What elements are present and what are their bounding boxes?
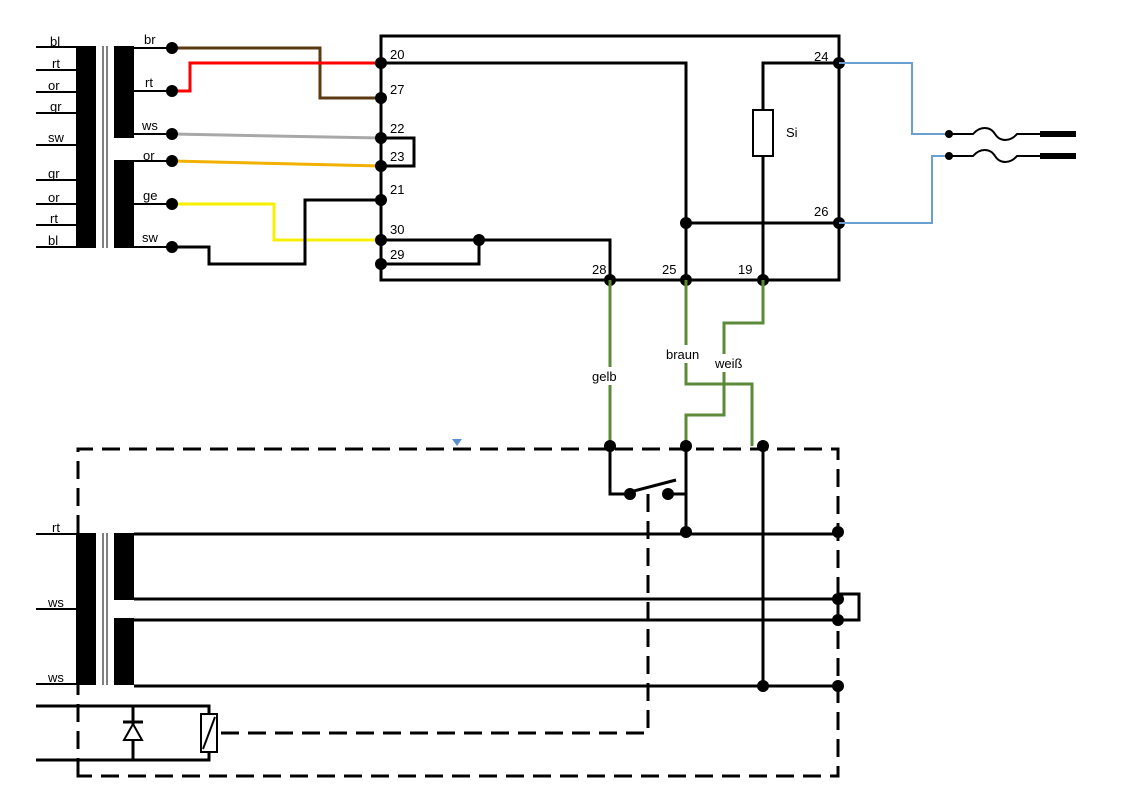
bottom-primary-label: ws (47, 670, 64, 685)
fuse-label: Si (786, 125, 798, 140)
secondary-label: ge (143, 188, 157, 203)
terminal-25: 25 (662, 262, 676, 277)
green-cable: gelb braun weiß (590, 280, 765, 446)
wire-orange (171, 159, 382, 168)
terminal-20: 20 (390, 47, 404, 62)
secondary-label: ws (141, 118, 158, 133)
harness-wires (171, 46, 382, 266)
plug-icon (945, 127, 1076, 163)
primary-label: gr (50, 99, 62, 114)
transformer-top: bl rt or gr sw gr or rt bl br rt ws or g… (36, 32, 172, 248)
primary-label: bl (48, 233, 58, 248)
primary-label: bl (50, 34, 60, 49)
terminal-19: 19 (738, 262, 752, 277)
transformer-icon (76, 533, 134, 685)
terminal-30: 30 (390, 222, 404, 237)
terminal-23: 23 (390, 149, 404, 164)
terminal-28: 28 (592, 262, 606, 277)
terminal-29: 29 (390, 247, 404, 262)
terminal-21: 21 (390, 182, 404, 197)
fuse-icon (752, 109, 774, 157)
secondary-label: rt (145, 75, 153, 90)
wire-gray (171, 132, 382, 140)
secondary-label: br (144, 32, 156, 47)
bottom-primary-label: ws (47, 595, 64, 610)
wire-blue-26 (839, 155, 947, 224)
primary-label: sw (48, 130, 65, 145)
relay-coil-icon (200, 713, 218, 753)
wire-label-braun: braun (666, 347, 699, 362)
bottom-primary-label: rt (52, 520, 60, 535)
primary-label: gr (48, 166, 60, 181)
primary-leads (36, 46, 76, 248)
primary-label: rt (52, 56, 60, 71)
primary-label: or (48, 78, 60, 93)
primary-label: rt (50, 211, 58, 226)
connector-box: Si 20 27 22 23 21 30 29 28 25 19 24 26 (375, 34, 845, 286)
terminal-26: 26 (814, 204, 828, 219)
mains-connection (839, 62, 1076, 224)
terminal-27: 27 (390, 82, 404, 97)
lower-enclosure: rt ws ws (36, 439, 861, 778)
terminal-24: 24 (814, 49, 828, 64)
wire-label-weiss: weiß (714, 356, 743, 371)
switch-icon (608, 446, 686, 500)
wire-blue-24 (839, 62, 947, 135)
wire-black-sw (172, 198, 381, 266)
secondary-label: sw (142, 230, 159, 245)
primary-label: or (48, 190, 60, 205)
wire-yellow (172, 202, 381, 242)
diode-icon (122, 720, 144, 741)
transformer-icon (76, 46, 134, 248)
secondary-label: or (143, 148, 155, 163)
wire-red (172, 61, 381, 93)
terminal-22: 22 (390, 121, 404, 136)
secondary-leads (134, 47, 172, 248)
harness-dots (166, 42, 178, 253)
wire-label-gelb: gelb (592, 369, 617, 384)
wire-brown (172, 46, 381, 100)
